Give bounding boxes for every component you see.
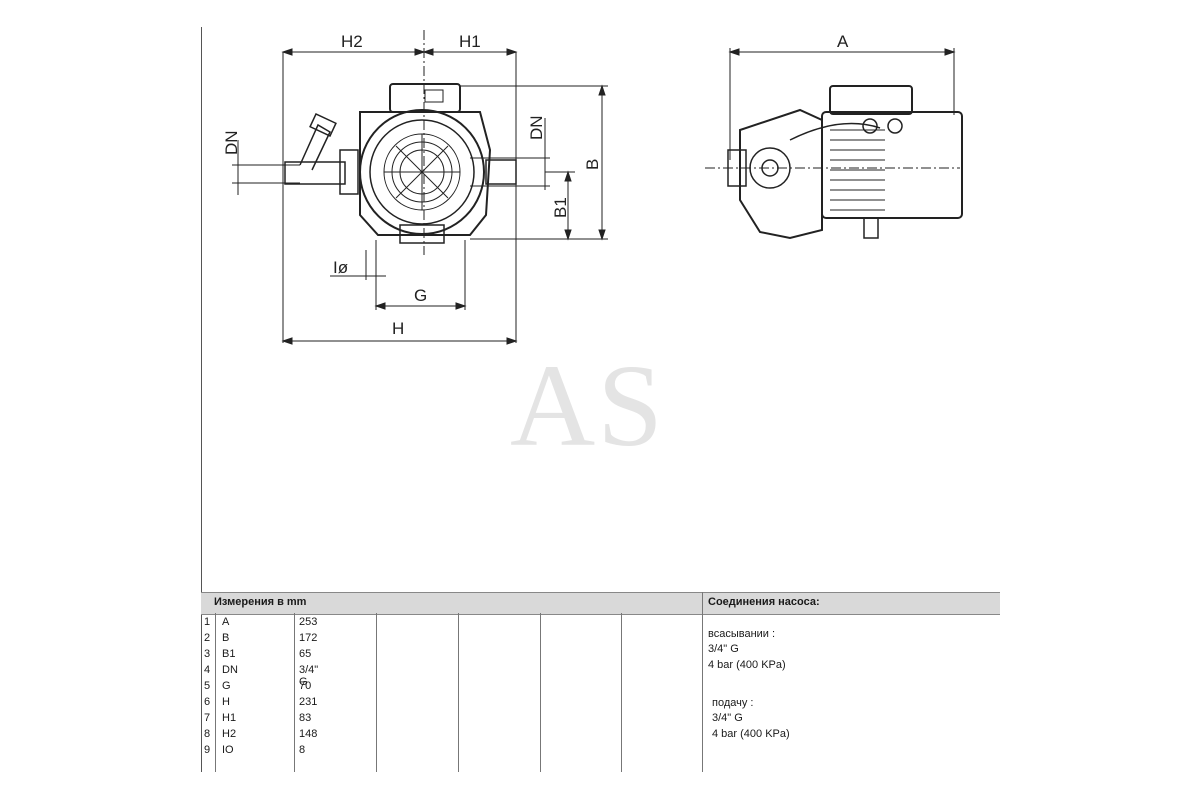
row-key: H1: [222, 712, 237, 724]
row-value: 70: [299, 680, 312, 692]
pump-dimension-drawing: H2 H1 DN DN B B1 Iø G H A: [222, 30, 963, 345]
table-column-divider: [376, 613, 377, 772]
dim-label-dn-right: DN: [527, 115, 546, 140]
discharge-label: подачу :: [712, 697, 754, 709]
row-key: G: [222, 680, 231, 692]
page-left-border: [201, 27, 202, 772]
row-value: 3/4" G: [299, 664, 319, 688]
row-value: 65: [299, 648, 312, 660]
table-column-divider: [540, 613, 541, 772]
row-number: 2: [204, 632, 211, 644]
table-column-divider: [702, 592, 703, 772]
dim-label-dn-left: DN: [222, 130, 241, 155]
table-column-divider: [294, 613, 295, 772]
table-column-divider: [458, 613, 459, 772]
row-key: H2: [222, 728, 237, 740]
row-number: 6: [204, 696, 211, 708]
discharge-pressure: 4 bar (400 KPa): [712, 728, 790, 740]
dim-label-b: B: [583, 159, 602, 170]
suction-pressure: 4 bar (400 KPa): [708, 659, 786, 671]
row-value: 148: [299, 728, 318, 740]
row-key: H: [222, 696, 230, 708]
row-value: 83: [299, 712, 312, 724]
row-number: 1: [204, 616, 211, 628]
dim-label-b1: B1: [551, 197, 570, 218]
suction-size: 3/4" G: [708, 643, 739, 655]
dim-label-a: A: [837, 32, 849, 51]
watermark: AS: [510, 340, 665, 471]
row-number: 5: [204, 680, 211, 692]
suction-label: всасывании :: [708, 628, 776, 640]
row-number: 7: [204, 712, 211, 724]
row-value: 172: [299, 632, 318, 644]
row-value: 8: [299, 744, 306, 756]
row-key: B: [222, 632, 230, 644]
discharge-size: 3/4" G: [712, 712, 743, 724]
dim-label-g: G: [414, 286, 427, 305]
row-key: B1: [222, 648, 236, 660]
connections-title: Соединения насоса:: [708, 596, 820, 608]
row-key: A: [222, 616, 230, 628]
dim-label-h: H: [392, 319, 404, 338]
table-header-bar: [201, 592, 1000, 615]
row-key: IO: [222, 744, 234, 756]
row-number: 3: [204, 648, 211, 660]
row-value: 231: [299, 696, 318, 708]
row-number: 4: [204, 664, 211, 676]
dim-label-io: Iø: [333, 258, 348, 277]
row-number: 8: [204, 728, 211, 740]
row-number: 9: [204, 744, 211, 756]
table-title: Измерения в mm: [214, 596, 307, 608]
table-column-divider: [215, 613, 216, 772]
table-column-divider: [621, 613, 622, 772]
row-key: DN: [222, 664, 238, 676]
dim-label-h1: H1: [459, 32, 481, 51]
dim-label-h2: H2: [341, 32, 363, 51]
row-value: 253: [299, 616, 318, 628]
